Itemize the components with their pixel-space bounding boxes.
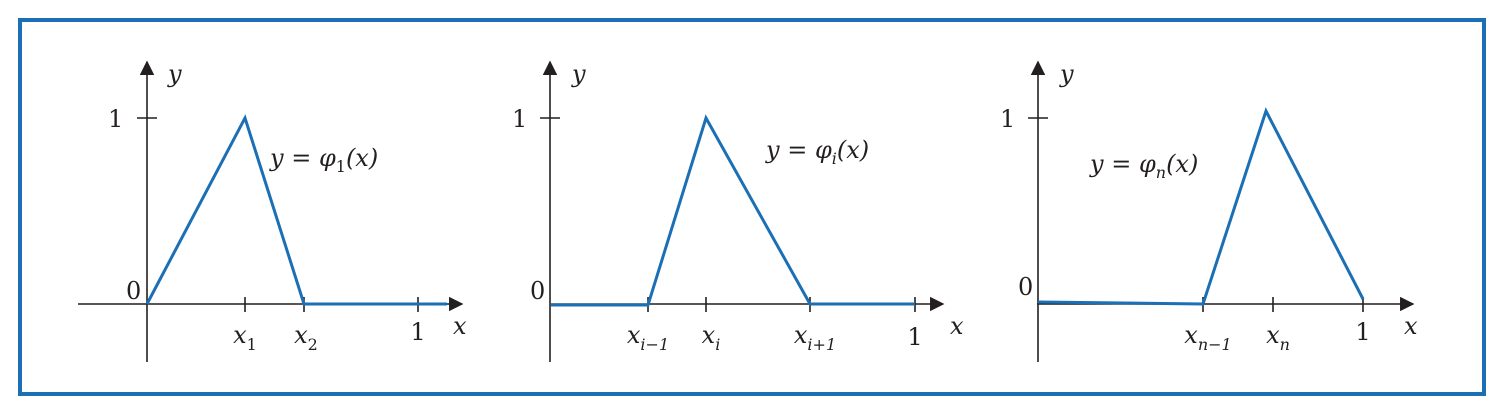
x-axis-label: x xyxy=(950,312,964,340)
y-tick-label: 1 xyxy=(108,105,123,133)
origin-label: 0 xyxy=(1018,273,1033,301)
x-tick-label: 1 xyxy=(907,323,922,351)
y-axis-label: y xyxy=(571,60,586,88)
y-axis-label: y xyxy=(1059,60,1074,88)
x-tick-label: x2 xyxy=(294,321,318,354)
y-axis-label: y xyxy=(167,60,182,88)
formula-label: y = φn(x) xyxy=(1089,150,1198,182)
panel-phi-i: y 1 0 x xi−1 xi xi+1 1 y = φi(x) xyxy=(512,60,964,362)
hat-function-curve xyxy=(551,114,915,307)
x-tick-label: 1 xyxy=(410,318,425,346)
panel-phi-n: y 1 0 x xn−1 xn 1 y = φn(x) xyxy=(1000,60,1418,362)
x-axis-label: x xyxy=(1404,312,1418,340)
x-tick-label: xi−1 xyxy=(627,321,669,354)
formula-label: y = φi(x) xyxy=(765,136,869,168)
hat-function-curve xyxy=(145,114,447,306)
figure-frame xyxy=(18,18,1486,396)
x-tick-label: xn−1 xyxy=(1184,321,1231,354)
origin-label: 0 xyxy=(530,277,545,305)
x-tick-label: 1 xyxy=(1355,318,1370,346)
x-tick-label: x1 xyxy=(233,321,257,354)
x-tick-label: xn xyxy=(1266,321,1290,354)
y-tick-label: 1 xyxy=(1000,105,1015,133)
panel-phi-1: y 1 0 x x1 x2 1 y = φ1(x) xyxy=(78,60,467,362)
formula-label: y = φ1(x) xyxy=(269,144,378,176)
x-tick-label: xi+1 xyxy=(794,321,836,354)
hat-function-curve xyxy=(1037,107,1365,306)
y-tick-label: 1 xyxy=(512,105,527,133)
x-tick-label: xi xyxy=(702,321,721,354)
origin-label: 0 xyxy=(126,277,141,305)
x-axis-label: x xyxy=(453,312,467,340)
